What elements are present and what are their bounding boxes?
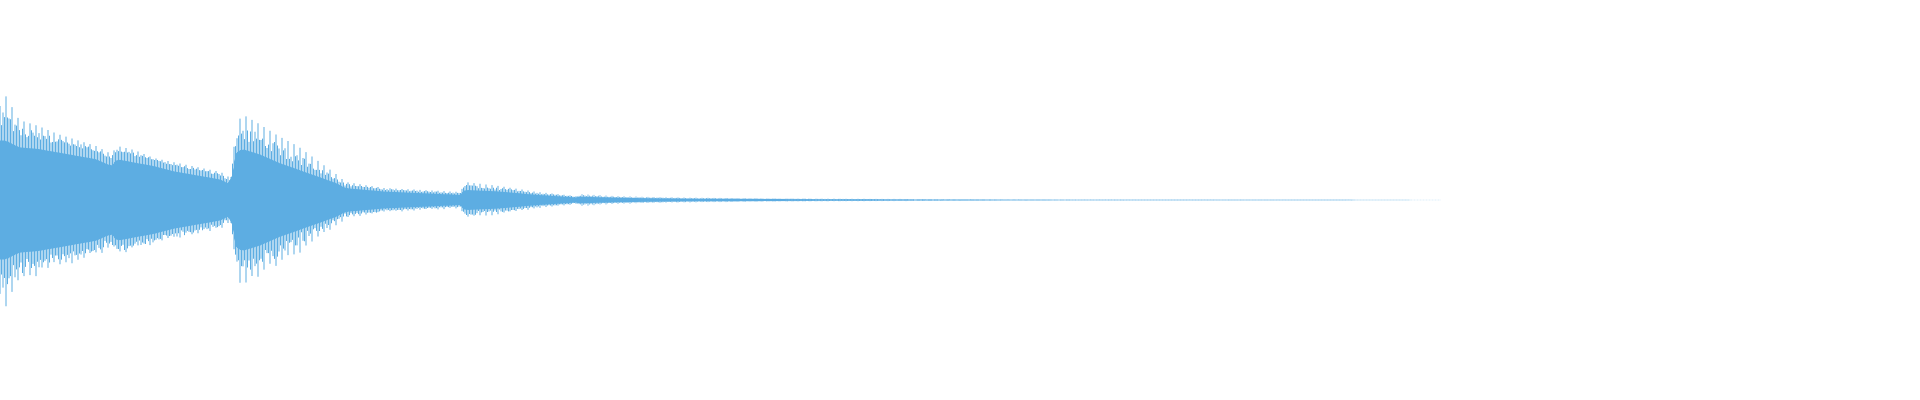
waveform-bars [0, 96, 1441, 307]
